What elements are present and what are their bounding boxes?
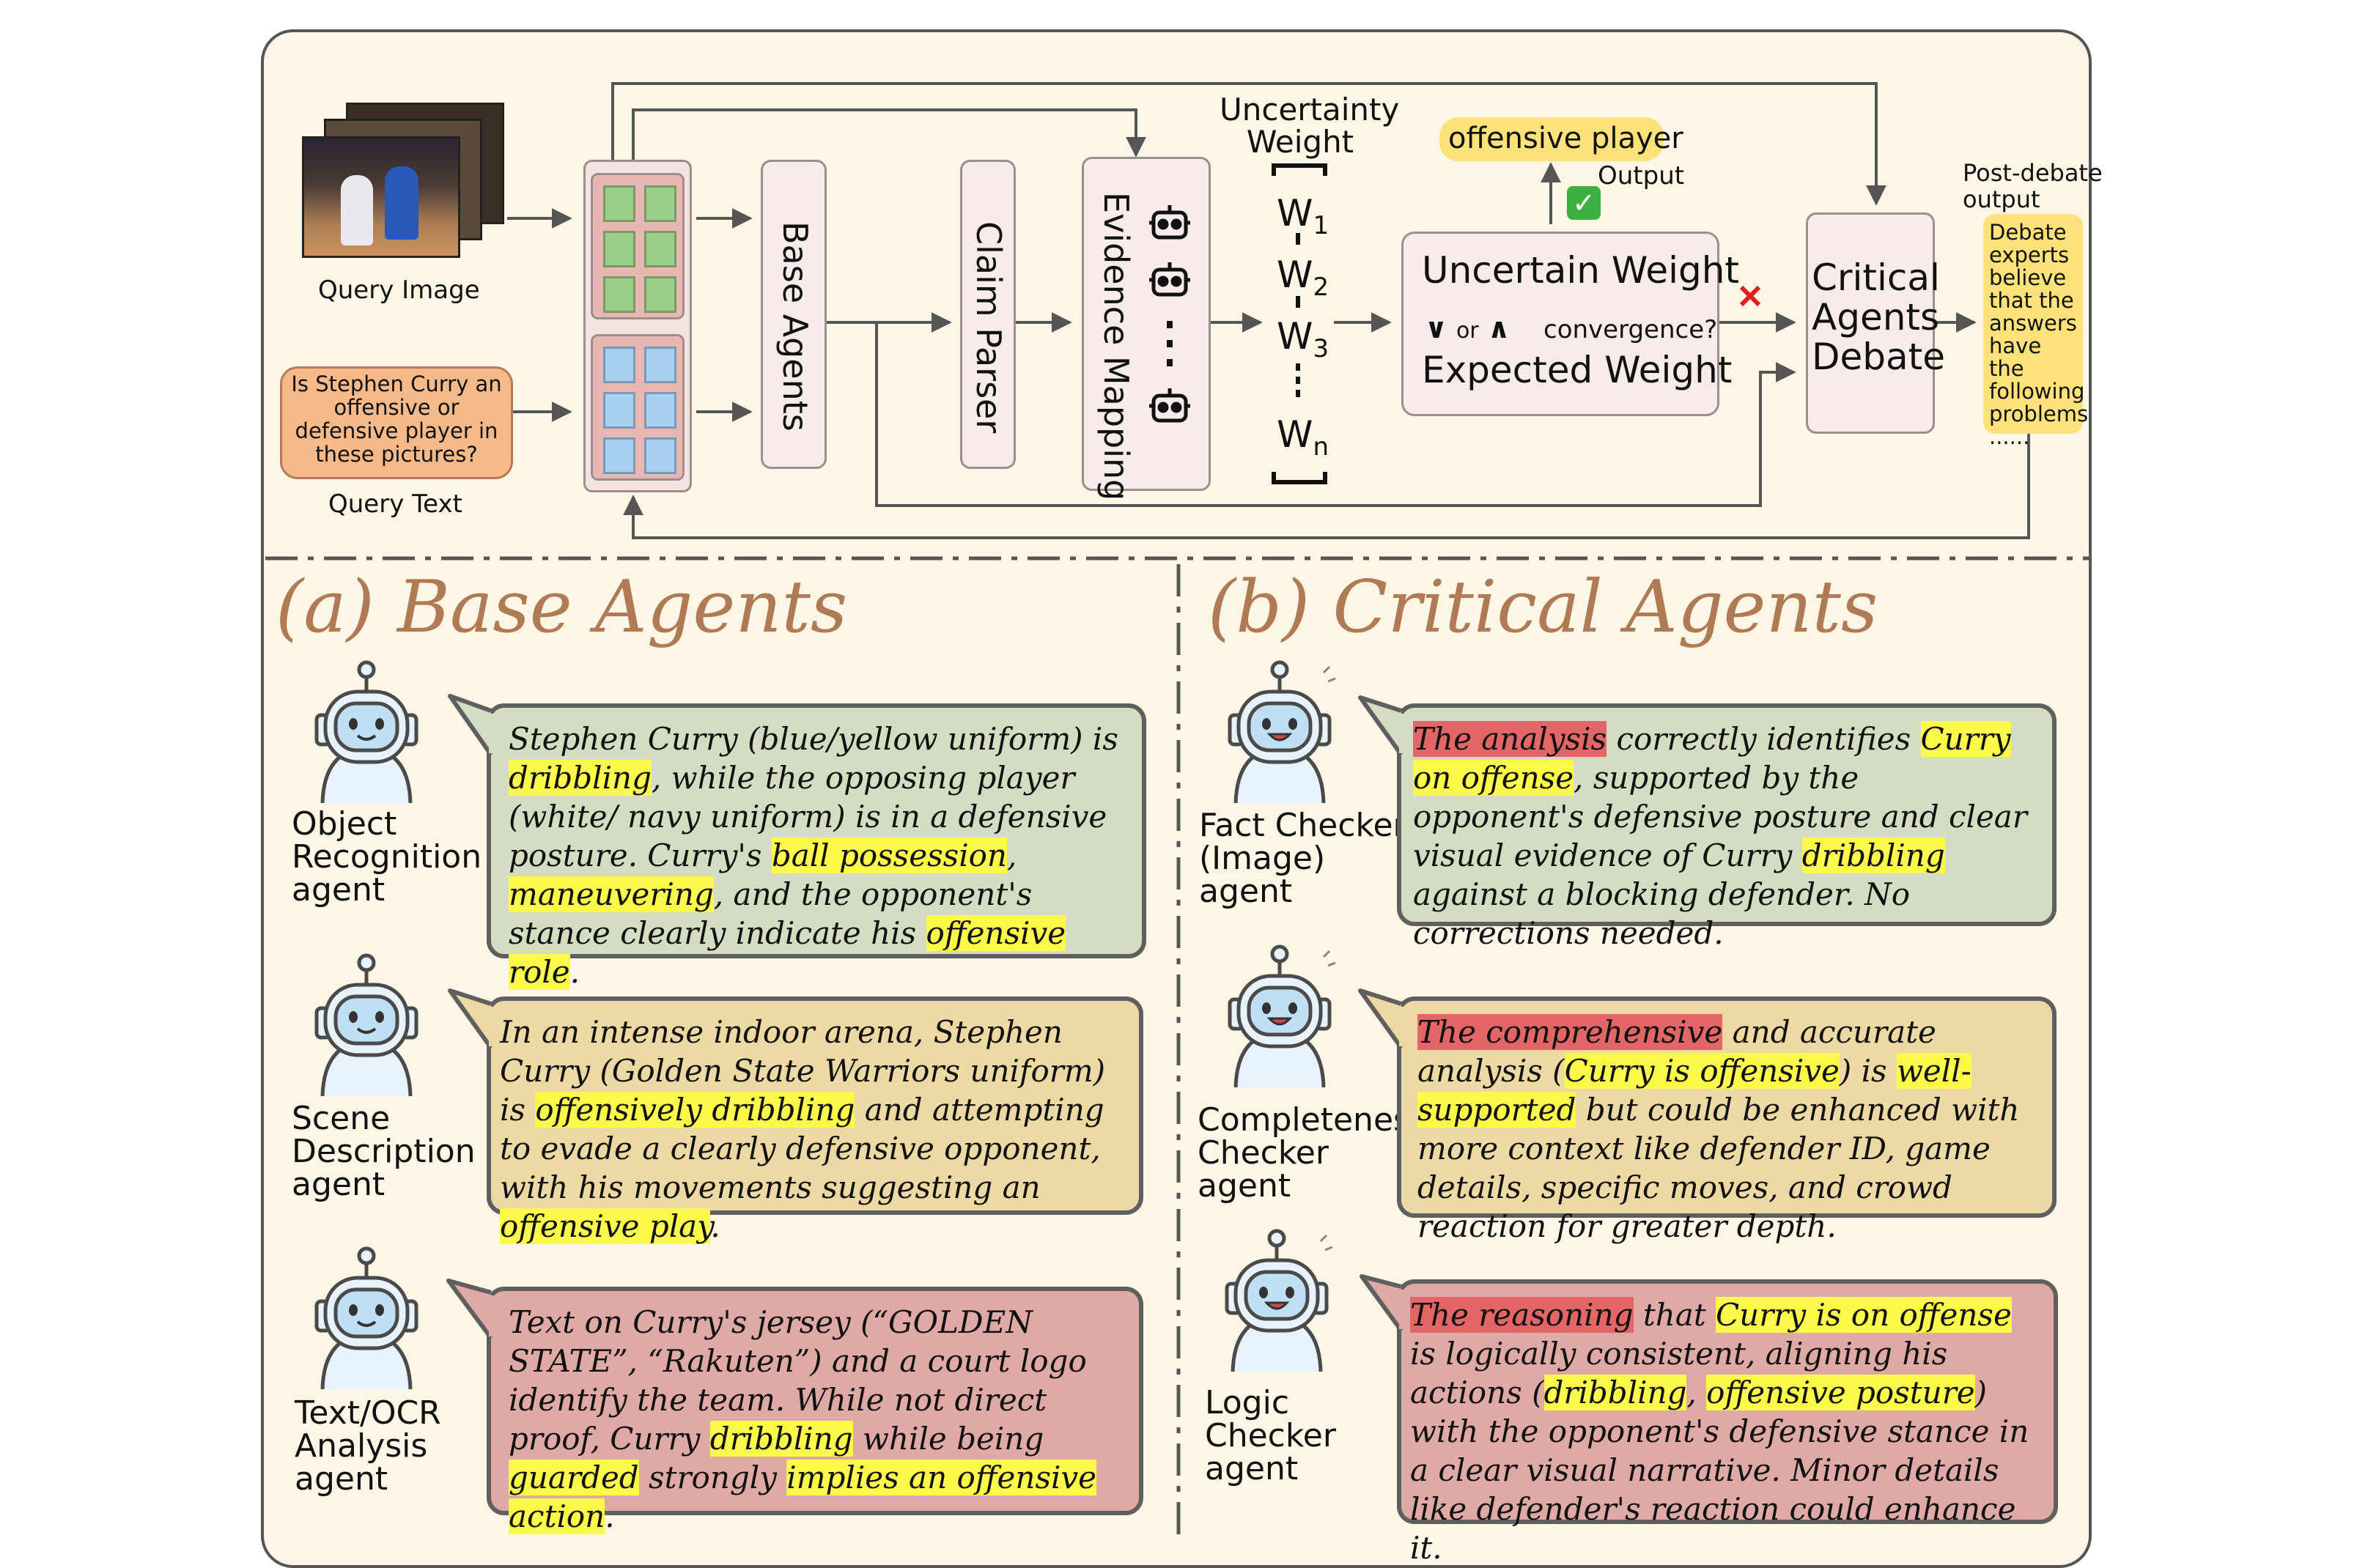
section-a-title: (a) Base Agents <box>276 566 848 649</box>
bubble-text-segment: Curry is on offense <box>1716 1297 2012 1333</box>
bubble-text-segment: , and the opponent's stance clearly indi… <box>509 876 1033 951</box>
bubble-text-segment: In an intense indoor arena, Stephen Curr… <box>500 1014 1106 1128</box>
bubble-text-segment: . <box>569 954 580 990</box>
base-agents-label: Base Agents <box>775 221 815 432</box>
visual-token-grid <box>591 173 685 319</box>
robot-agent-icon <box>1214 657 1346 804</box>
bubble-text-segment: , while the opposing player (white/ navy… <box>509 760 1107 873</box>
bubble-text-segment: . <box>710 1208 720 1244</box>
bubble-text-segment: while being <box>852 1421 1044 1457</box>
decision-or-symbols: ∨ or ∧ <box>1425 312 1511 344</box>
query-text-label: Query Text <box>328 489 462 519</box>
bubble-text-segment: , supported by the opponent's defensive … <box>1413 760 2027 873</box>
bubble-text-segment: offensive posture <box>1706 1375 1975 1410</box>
bubble-text-segment: that <box>1633 1297 1716 1333</box>
bubble-text-segment: and attempting to evade a clearly defens… <box>500 1092 1104 1205</box>
output-answer: offensive player <box>1448 122 1683 155</box>
critical-debate-box <box>1806 212 1935 434</box>
bubble-text-segment: dribbling <box>709 1421 853 1457</box>
photo-front <box>302 136 460 258</box>
bubble-text-segment: ) with the opponent's defensive stance i… <box>1410 1375 2029 1566</box>
bubble-text-segment: , <box>1686 1375 1707 1410</box>
base-agents-box <box>761 160 827 469</box>
decision-box <box>1401 232 1719 416</box>
robot-agent-icon <box>300 657 432 804</box>
weight-separators <box>1296 233 1300 397</box>
player-curry <box>385 166 418 240</box>
evidence-mapping-box <box>1082 157 1211 491</box>
bubble-scene-description: In an intense indoor arena, Stephen Curr… <box>487 996 1143 1244</box>
bubble-text-segment: but could be enhanced with more context … <box>1417 1092 2020 1244</box>
player-defender <box>341 175 373 245</box>
bubble-text-segment: . <box>605 1498 615 1534</box>
decision-top: Uncertain Weight <box>1422 249 1740 292</box>
bubble-text-segment: The analysis <box>1413 721 1607 757</box>
bubble-text-segment: ) is <box>1839 1053 1897 1089</box>
text-token-grid <box>591 334 685 481</box>
check-icon: ✓ <box>1567 186 1601 220</box>
bubble-text-segment: Curry is offensive <box>1564 1053 1840 1089</box>
query-image-stack <box>302 103 504 273</box>
weight-n: Wn <box>1277 413 1329 462</box>
query-text-box <box>280 366 513 479</box>
bubble-text-segment: Text on Curry's jersey (“GOLDEN STATE”, … <box>509 1304 1087 1457</box>
post-debate-box <box>1983 214 2083 434</box>
robot-agent-icon <box>300 1243 432 1390</box>
uncertainty-weight-title: Uncertainty Weight <box>1220 92 1400 160</box>
robot-agent-icon <box>1211 1225 1343 1372</box>
bubble-text-segment: The reasoning <box>1410 1297 1634 1333</box>
query-image-label: Query Image <box>318 275 480 305</box>
post-debate-text: Debate experts believe that the answers … <box>1989 220 2089 449</box>
bubble-text-segment: strongly <box>638 1460 787 1495</box>
bubble-text-segment: and accurate analysis ( <box>1417 1014 1936 1089</box>
decision-bottom: Expected Weight <box>1422 349 1733 391</box>
bubble-text-segment: dribbling <box>509 760 652 796</box>
bubble-text-segment: dribbling <box>1801 837 1945 873</box>
decision-convergence: convergence? <box>1543 315 1718 344</box>
bubble-text-segment: guarded <box>509 1460 639 1495</box>
agent-name-fact-checker: Fact Checker(Image)agent <box>1199 807 1406 910</box>
bubble-text-segment: Stephen Curry (blue/yellow uniform) is <box>509 721 1118 757</box>
weight-1: W1 <box>1277 192 1329 240</box>
robot-agent-icon <box>300 950 432 1097</box>
bubble-text-segment: offensively dribbling <box>535 1092 855 1128</box>
bubble-text-segment: ball possession <box>771 837 1007 873</box>
bubble-text-segment: against a blocking defender. No correcti… <box>1413 876 1911 951</box>
claim-parser-label: Claim Parser <box>969 221 1008 434</box>
bubble-object-recognition: Stephen Curry (blue/yellow uniform) is d… <box>487 703 1146 990</box>
robot-agent-icon <box>1214 941 1346 1088</box>
bubble-text-segment: correctly identifies <box>1607 721 1921 757</box>
evidence-mapping-label: Evidence Mapping <box>1096 192 1136 501</box>
bubble-text-segment: dribbling <box>1543 1375 1687 1410</box>
claim-parser-box <box>960 160 1016 469</box>
bubble-logic-checker: The reasoning that Curry is on offense i… <box>1397 1279 2058 1566</box>
output-label: Output <box>1598 161 1685 191</box>
bubble-text-ocr: Text on Curry's jersey (“GOLDEN STATE”, … <box>487 1287 1143 1534</box>
output-answer-pill <box>1439 117 1664 161</box>
weight-2: W2 <box>1277 254 1329 302</box>
bubble-text-segment: offensive play <box>500 1208 711 1244</box>
bubble-text-segment: maneuvering <box>509 876 714 912</box>
bubble-text-segment: , <box>1006 837 1017 873</box>
bubble-fact-checker: The analysis correctly identifies Curry … <box>1397 703 2057 951</box>
bubble-text-segment: is logically consistent, aligning his ac… <box>1410 1336 1948 1410</box>
critical-debate-label: Critical Agents Debate <box>1812 256 1946 378</box>
weight-3: W3 <box>1277 315 1329 363</box>
section-b-title: (b) Critical Agents <box>1208 566 1878 649</box>
evidence-robot-icons <box>1143 204 1196 431</box>
query-text: Is Stephen Curry an offensive or defensi… <box>291 371 502 467</box>
post-debate-label: Post-debate output <box>1963 159 2103 213</box>
bubble-text-segment: The comprehensive <box>1417 1014 1723 1050</box>
bubble-completeness-checker: The comprehensive and accurate analysis … <box>1397 996 2057 1244</box>
